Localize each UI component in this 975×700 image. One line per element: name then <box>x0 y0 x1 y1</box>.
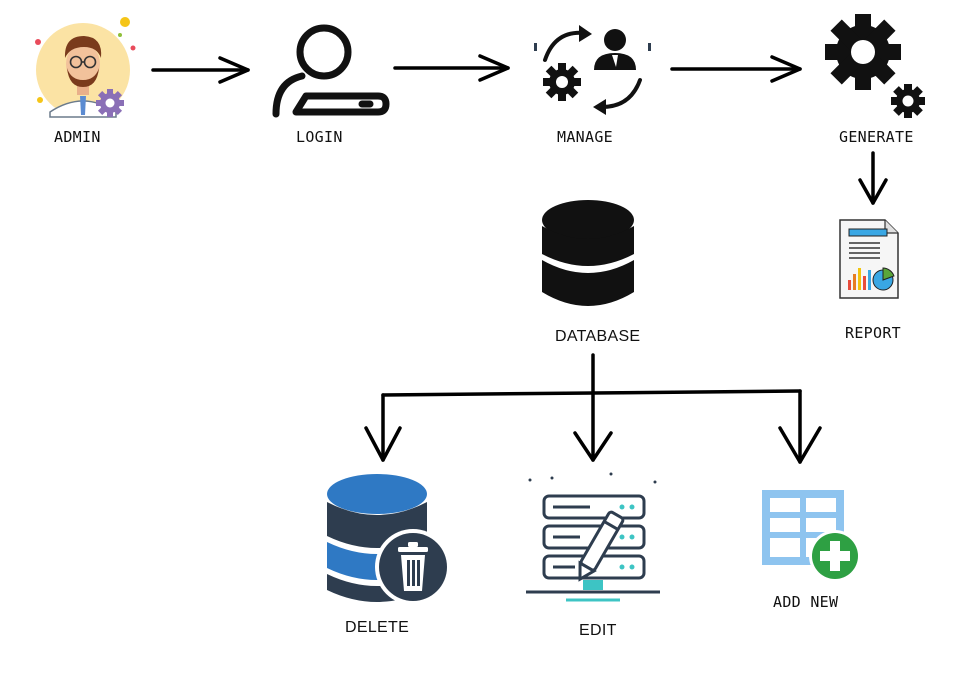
connector-database-branches <box>364 353 822 464</box>
report-label: REPORT <box>845 324 901 342</box>
database-label: DATABASE <box>555 328 641 345</box>
database-icon <box>542 200 634 306</box>
edit-server-icon <box>526 472 660 602</box>
arrow-manage-to-generate <box>670 55 802 83</box>
login-key-icon <box>272 24 390 118</box>
login-label: LOGIN <box>296 128 343 146</box>
arrow-admin-to-login <box>151 56 250 84</box>
add-table-icon <box>762 490 861 582</box>
connectors <box>151 54 888 464</box>
edit-label: EDIT <box>579 622 617 639</box>
add-new-label: ADD NEW <box>773 593 839 611</box>
report-document-icon <box>839 219 899 299</box>
manage-label: MANAGE <box>557 128 613 146</box>
arrow-generate-to-report <box>858 151 888 205</box>
delete-database-icon <box>327 474 451 605</box>
manage-user-gears-icon <box>534 25 651 115</box>
generate-gears-icon <box>825 14 925 118</box>
arrow-login-to-manage <box>393 54 510 82</box>
delete-label: DELETE <box>345 619 410 636</box>
admin-label: ADMIN <box>54 128 101 146</box>
generate-label: GENERATE <box>839 128 914 146</box>
admin-avatar-icon <box>35 17 136 118</box>
